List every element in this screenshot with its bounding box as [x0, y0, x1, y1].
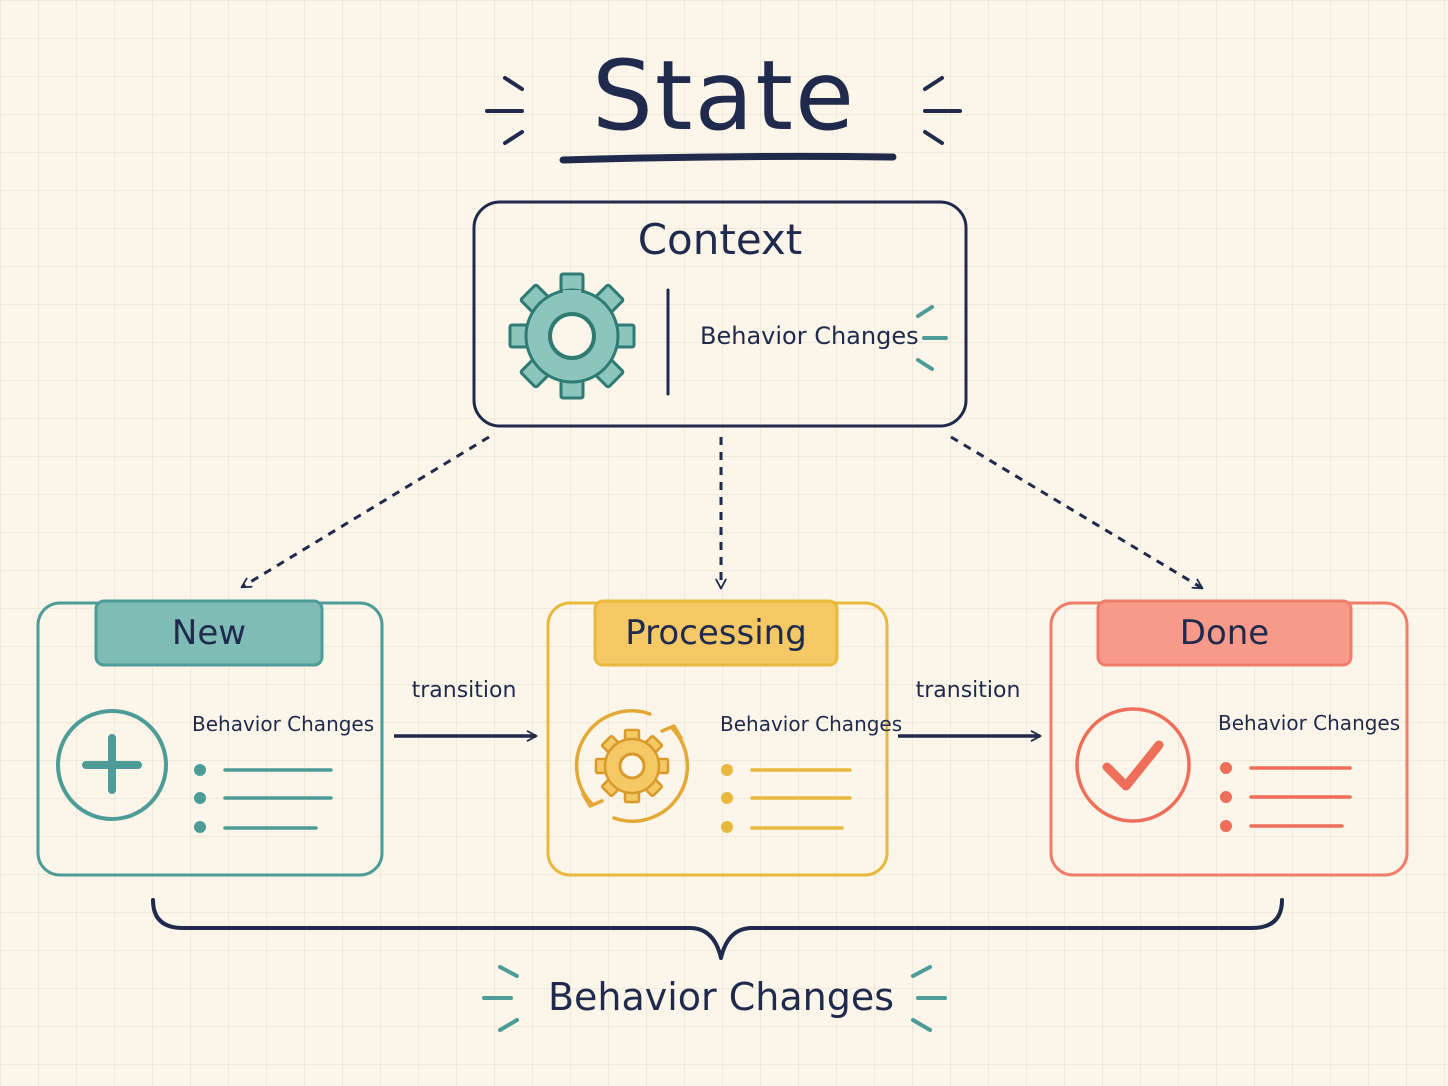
diagram-title: State: [591, 40, 857, 152]
state-name-new: New: [171, 613, 247, 653]
context-sparks: [916, 305, 948, 371]
title-sparks-left: [485, 76, 524, 145]
context-title: Context: [637, 215, 803, 264]
state-tab-new: [94, 599, 324, 667]
bottom-sparks-right: [911, 965, 947, 1032]
context-box: [472, 200, 968, 428]
state-name-done: Done: [1179, 613, 1270, 653]
plus-circle-icon: [56, 709, 168, 821]
state-tab-processing: [593, 599, 839, 667]
state-tab-done: [1096, 599, 1353, 667]
bottom-sparks-left: [482, 965, 519, 1032]
dashed-arrow-done: [950, 435, 1204, 590]
dashed-arrow-new: [240, 435, 490, 589]
state-name-processing: Processing: [625, 613, 807, 653]
bottom-behavior-label: Behavior Changes: [547, 975, 895, 1019]
bullet-list-done: [1220, 762, 1352, 832]
bullet-list-processing: [721, 764, 852, 833]
cycle-gear-icon: [574, 709, 690, 823]
state-behavior-label-processing: Behavior Changes: [720, 712, 903, 736]
state-behavior-label-done: Behavior Changes: [1218, 711, 1401, 735]
gear-icon: [508, 272, 636, 400]
title-underline: [559, 152, 897, 164]
bottom-brace: [151, 898, 1284, 960]
transition-label-1: transition: [411, 678, 517, 703]
transition-label-2: transition: [915, 678, 1021, 703]
check-circle-icon: [1075, 707, 1191, 823]
bullet-list-new: [194, 764, 333, 833]
context-behavior-label: Behavior Changes: [700, 322, 919, 350]
state-behavior-label-new: Behavior Changes: [192, 712, 375, 736]
title-sparks-right: [923, 76, 962, 145]
context-to-states-arrows: [240, 435, 1204, 590]
